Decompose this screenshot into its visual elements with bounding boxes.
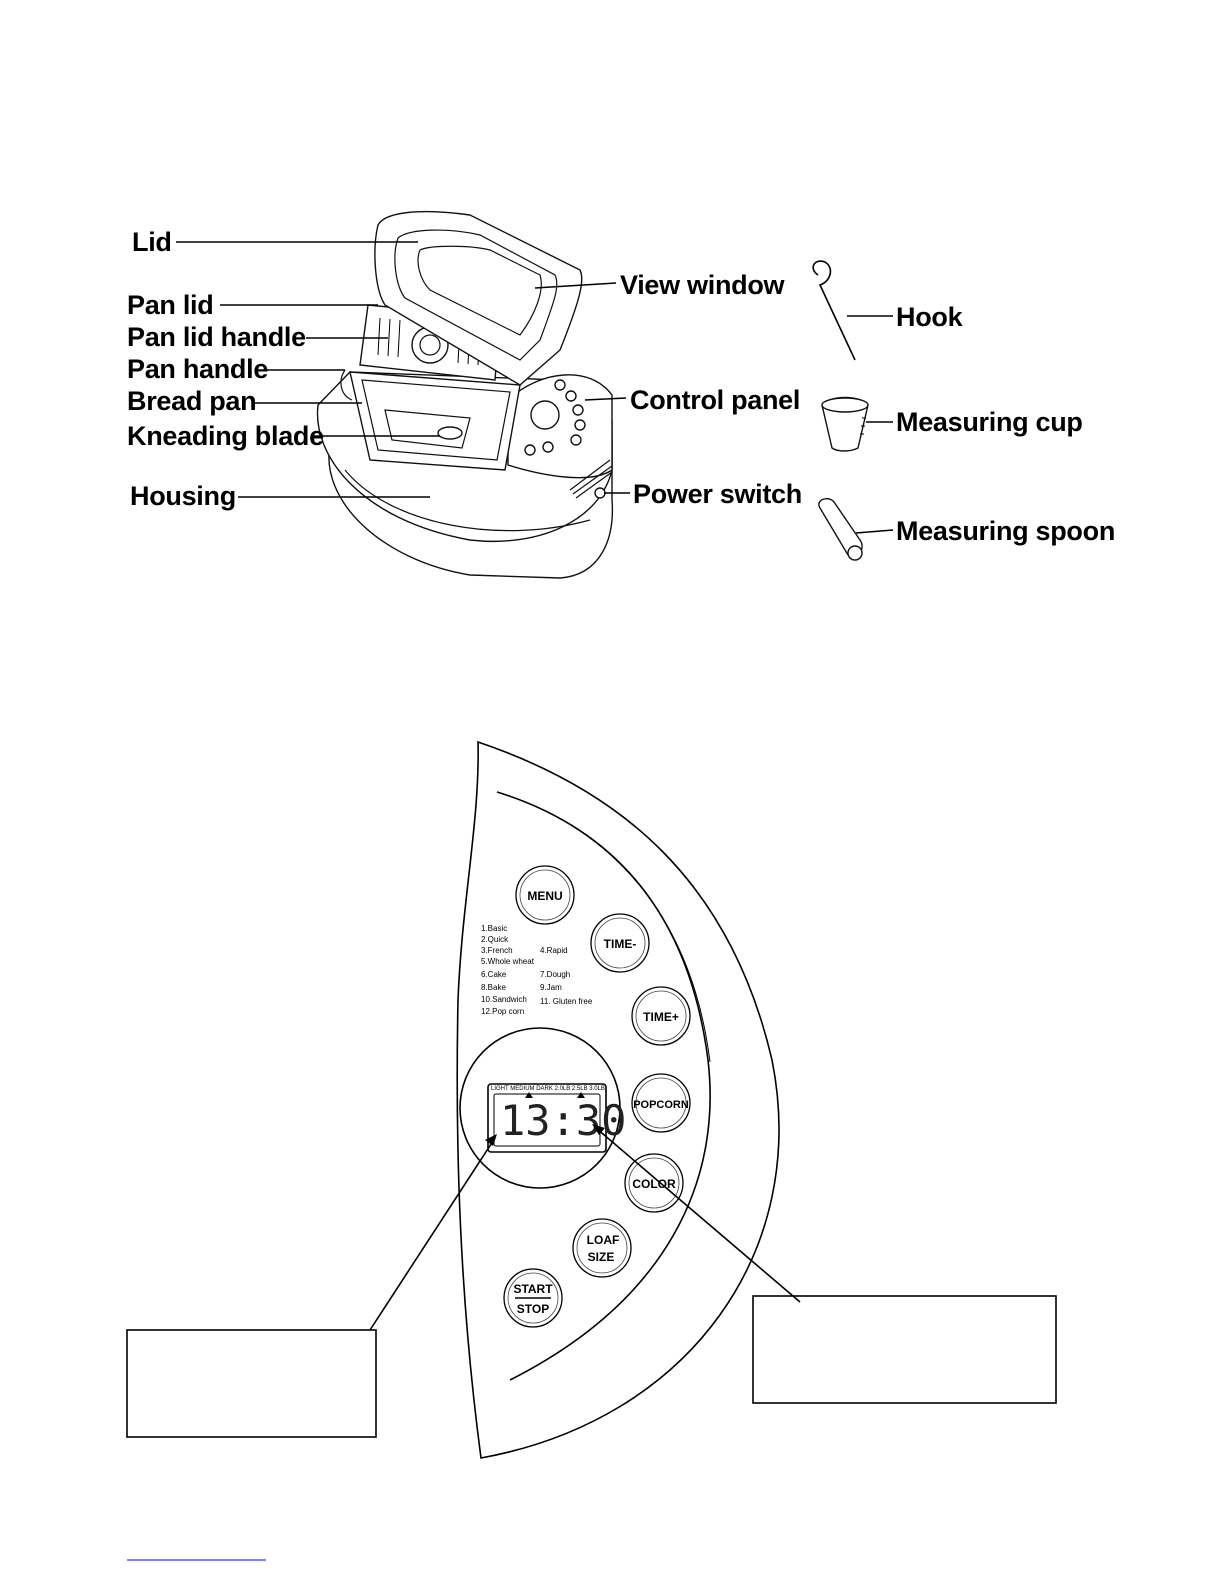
menu-item-12: 12.Pop corn xyxy=(481,1007,524,1016)
menu-item-4: 4.Rapid xyxy=(540,946,568,955)
menu-item-3: 3.French xyxy=(481,946,513,955)
time-minus-button[interactable]: TIME- xyxy=(590,913,650,973)
menu-item-11: 11. Gluten free xyxy=(540,997,593,1006)
lcd-screen xyxy=(493,1093,601,1147)
callout-box-left xyxy=(126,1329,377,1438)
start-stop-button[interactable]: START STOP xyxy=(503,1268,563,1328)
loaf-size-button[interactable]: LOAF SIZE xyxy=(572,1218,632,1278)
label-measuring-spoon: Measuring spoon xyxy=(896,516,1115,546)
menu-item-6: 6.Cake xyxy=(481,970,507,979)
power-switch-shape xyxy=(594,487,606,499)
menu-item-7: 7.Dough xyxy=(540,970,570,979)
menu-item-9: 9.Jam xyxy=(540,983,562,992)
display-area: LIGHT MEDIUM DARK 2.0LB 2.5LB 3.0LB 13:3… xyxy=(459,1027,626,1189)
control-panel-face xyxy=(456,740,780,1459)
measuring-spoon-illustration xyxy=(818,498,863,561)
label-control-panel: Control panel xyxy=(630,385,800,415)
control-panel-buttons-small xyxy=(524,379,586,456)
label-view-window: View window xyxy=(620,270,786,300)
popcorn-button-label: POPCORN xyxy=(633,1099,689,1111)
menu-item-2: 2.Quick xyxy=(481,935,509,944)
menu-item-1: 1.Basic xyxy=(481,924,507,933)
menu-item-8: 8.Bake xyxy=(481,983,506,992)
label-housing: Housing xyxy=(130,481,236,511)
popcorn-button[interactable]: POPCORN xyxy=(631,1073,691,1133)
callout-left xyxy=(126,1134,497,1438)
label-power-switch: Power switch xyxy=(633,479,802,509)
label-hook: Hook xyxy=(896,302,964,332)
start-button-label: START xyxy=(513,1282,553,1296)
time-plus-button-label: TIME+ xyxy=(643,1010,679,1024)
color-button[interactable]: COLOR xyxy=(624,1153,684,1213)
bread-maker-illustration xyxy=(316,210,614,579)
time-plus-button[interactable]: TIME+ xyxy=(631,986,691,1046)
color-button-label: COLOR xyxy=(632,1177,676,1191)
callout-right xyxy=(592,1124,1057,1404)
menu-button[interactable]: MENU xyxy=(515,865,575,925)
label-pan-lid-handle: Pan lid handle xyxy=(127,322,306,352)
label-bread-pan: Bread pan xyxy=(127,386,256,416)
label-lid: Lid xyxy=(132,227,172,257)
hook-illustration xyxy=(812,260,856,361)
menu-item-10: 10.Sandwich xyxy=(481,995,527,1004)
menu-list: 1.Basic 2.Quick 3.French 4.Rapid 5.Whole… xyxy=(481,924,593,1016)
time-minus-button-label: TIME- xyxy=(604,937,637,951)
lcd-indicators: LIGHT MEDIUM DARK 2.0LB 2.5LB 3.0LB xyxy=(491,1086,605,1092)
leader-lines xyxy=(176,241,894,534)
measuring-cup-illustration xyxy=(821,396,869,452)
label-kneading-blade: Kneading blade xyxy=(127,421,324,451)
lcd-frame xyxy=(487,1083,607,1153)
menu-button-label: MENU xyxy=(527,889,562,903)
loaf-size-button-label-line1: LOAF xyxy=(587,1233,620,1247)
label-measuring-cup: Measuring cup xyxy=(896,407,1083,437)
loaf-size-button-label-line2: SIZE xyxy=(588,1250,615,1264)
menu-item-5: 5.Whole wheat xyxy=(481,957,535,966)
callout-box-right xyxy=(752,1295,1057,1404)
label-pan-lid: Pan lid xyxy=(127,290,213,320)
stop-button-label: STOP xyxy=(517,1302,549,1316)
label-pan-handle: Pan handle xyxy=(127,354,268,384)
